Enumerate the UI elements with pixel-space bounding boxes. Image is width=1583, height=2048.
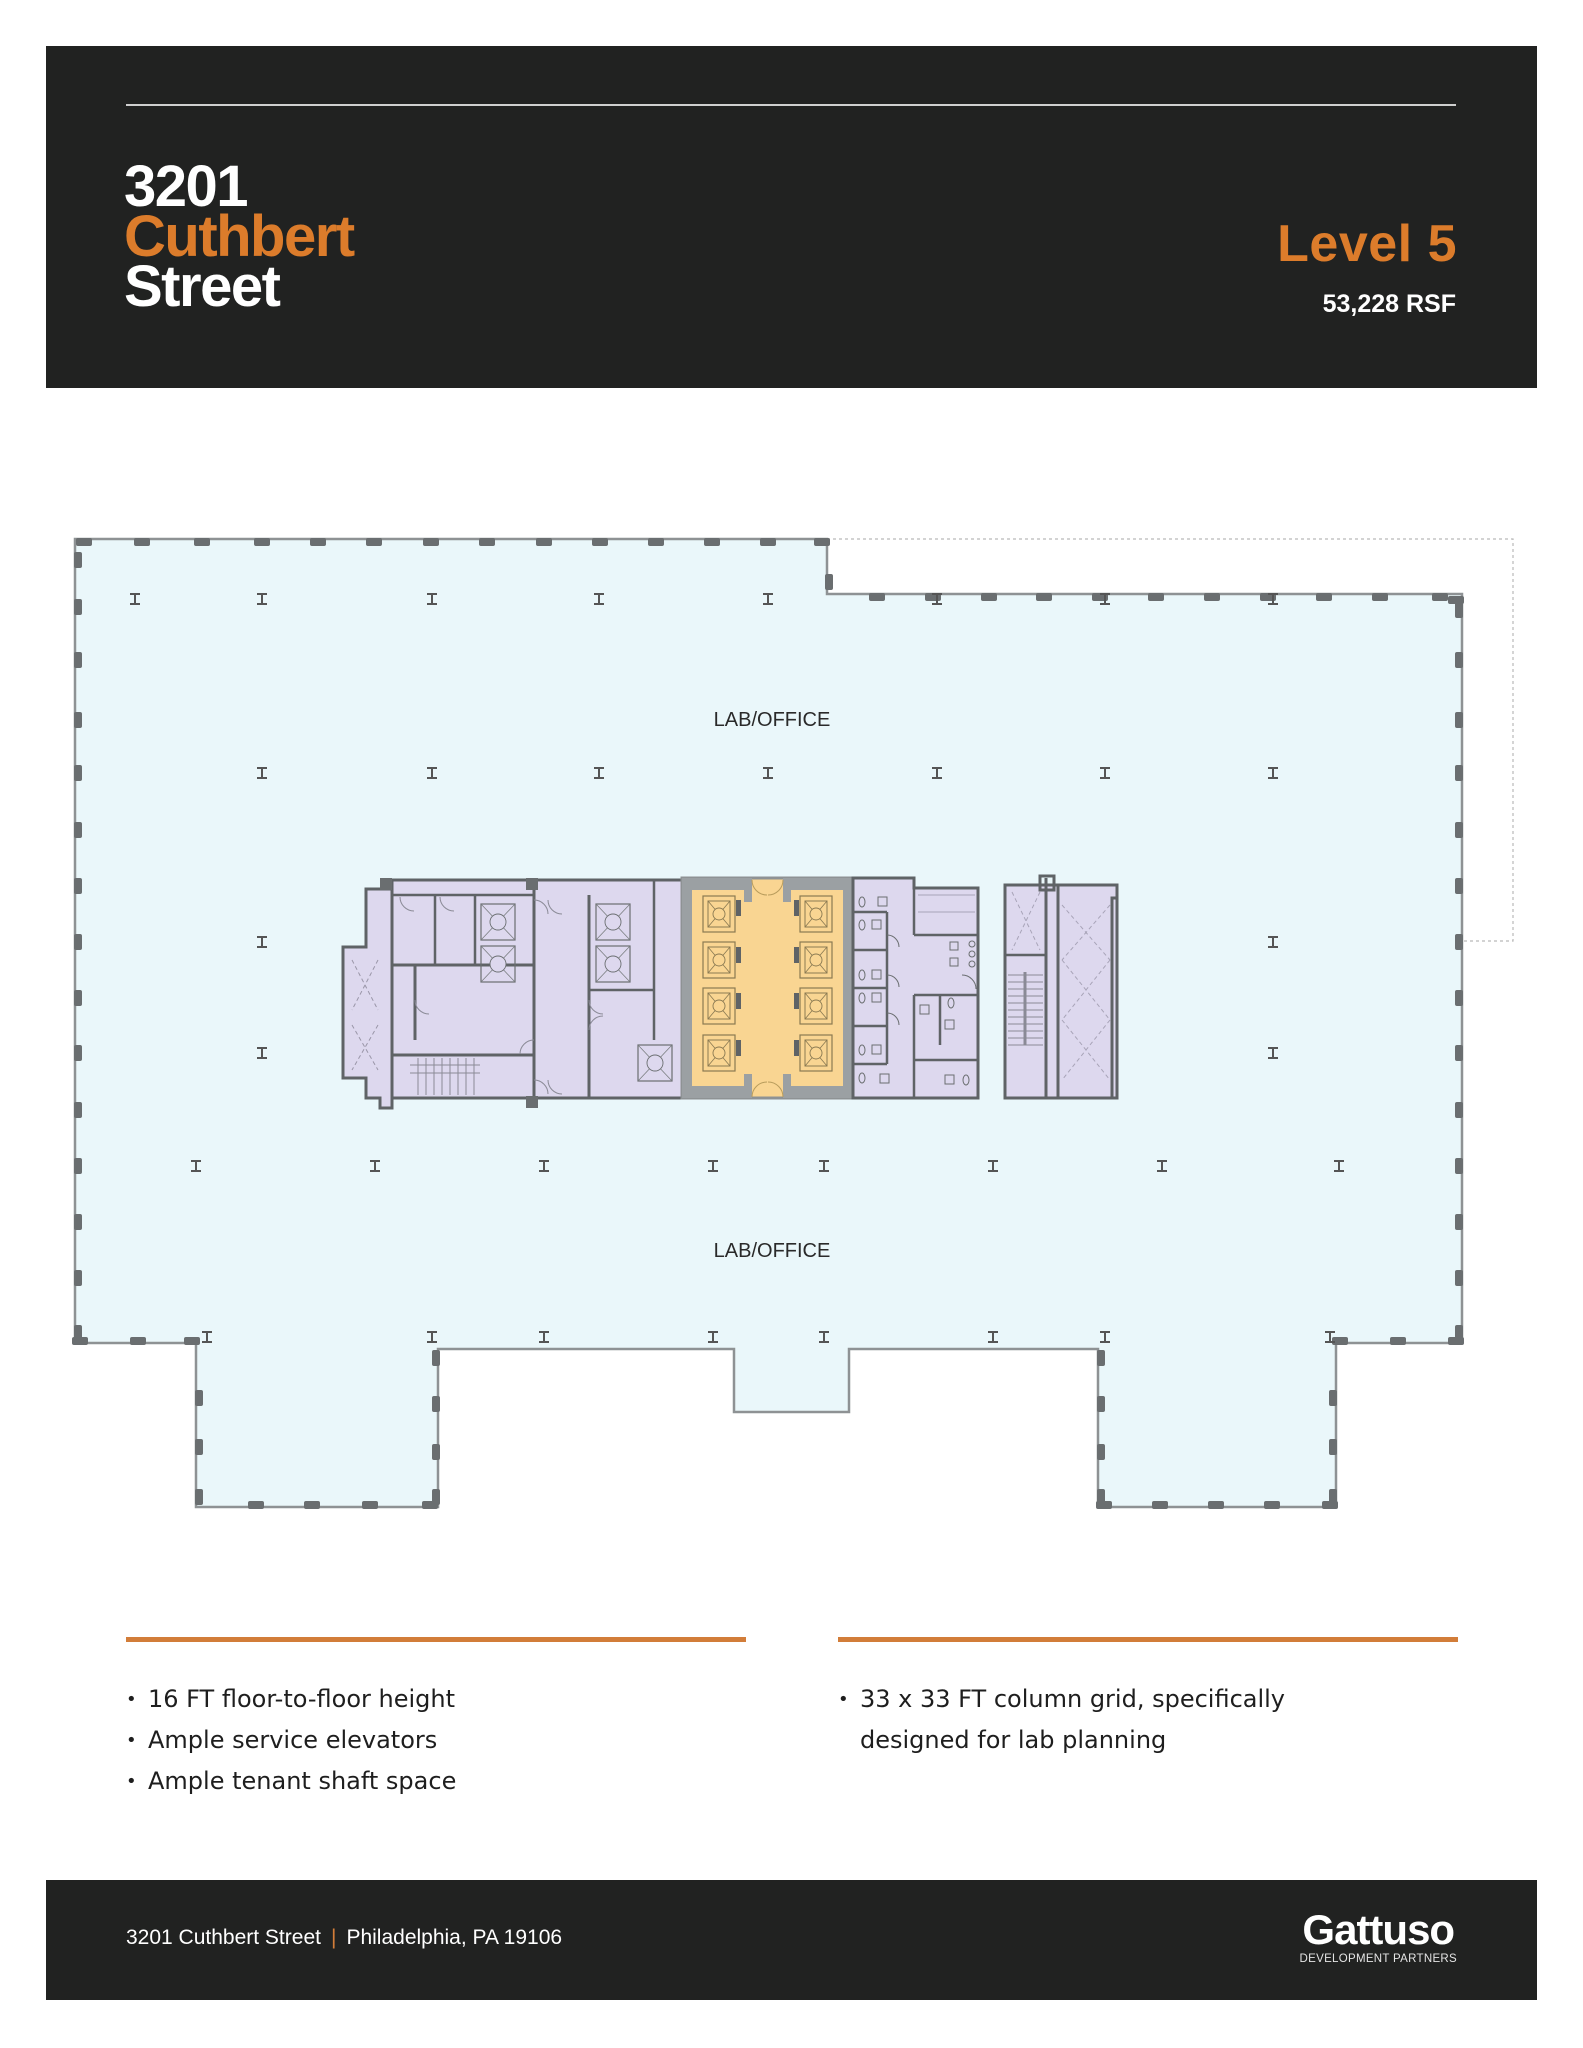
- title-line-street-name: Cuthbert: [124, 204, 355, 269]
- features-right-rule: [838, 1637, 1458, 1642]
- footer-address: 3201 Cuthbert Street | Philadelphia, PA 19…: [126, 1926, 562, 1950]
- feature-item: •33 x 33 FT column grid, specifically: [838, 1679, 1285, 1720]
- features-list-left: •16 FT floor-to-floor height •Ample serv…: [126, 1679, 456, 1802]
- feature-item: •Ample service elevators: [126, 1720, 456, 1761]
- header-band: 3201 Cuthbert Street Level 5 53,228 RSF: [46, 46, 1537, 388]
- logo-tagline: DEVELOPMENT PARTNERS: [1299, 1953, 1457, 1965]
- feature-item: •Ample tenant shaft space: [126, 1761, 456, 1802]
- building-title: 3201 Cuthbert Street: [124, 154, 355, 319]
- gattuso-logo: Gattuso DEVELOPMENT PARTNERS: [1300, 1908, 1457, 1966]
- footer-street: 3201 Cuthbert Street: [126, 1926, 321, 1949]
- title-line-number: 3201: [124, 154, 249, 219]
- bullet-icon: •: [126, 1730, 137, 1751]
- rentable-area: 53,228 RSF: [1322, 290, 1456, 318]
- feature-item: •16 FT floor-to-floor height: [126, 1679, 456, 1720]
- footer-separator: |: [330, 1926, 337, 1949]
- footer-city: Philadelphia, PA 19106: [346, 1926, 563, 1949]
- features-list-right: •33 x 33 FT column grid, specifically de…: [838, 1679, 1285, 1761]
- floor-level: Level 5: [1277, 215, 1457, 273]
- footer-band: 3201 Cuthbert Street | Philadelphia, PA 19…: [46, 1880, 1537, 2000]
- space-label-south: LAB/OFFICE: [713, 1240, 831, 1262]
- feature-item-continued: designed for lab planning: [860, 1726, 1167, 1754]
- logo-wordmark: Gattuso: [1302, 1906, 1455, 1953]
- bullet-icon: •: [126, 1689, 137, 1710]
- features-left-rule: [126, 1637, 746, 1642]
- title-line-street: Street: [124, 254, 281, 319]
- header-divider: [126, 104, 1456, 106]
- building-core: [341, 874, 1119, 1110]
- bullet-icon: •: [838, 1689, 849, 1710]
- bullet-icon: •: [126, 1771, 137, 1792]
- space-label-north: LAB/OFFICE: [713, 709, 831, 731]
